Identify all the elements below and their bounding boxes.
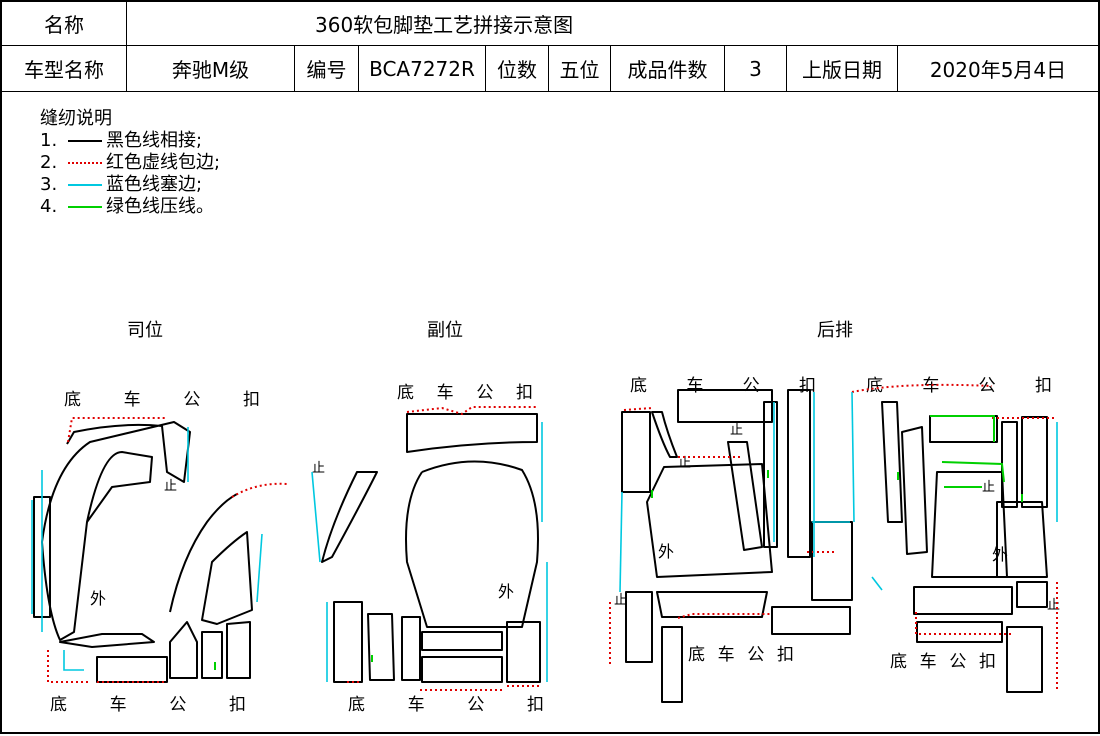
seats-label: 位数	[486, 46, 549, 91]
label-stop-2: 止	[312, 461, 326, 476]
name-label: 名称	[2, 2, 127, 45]
sheet-title: 360软包脚垫工艺拼接示意图	[315, 13, 574, 37]
date-value: 2020年5月4日	[929, 58, 1067, 82]
green-line-swatch	[68, 206, 102, 208]
black-outlines	[33, 389, 1048, 703]
pieces-label: 成品件数	[611, 46, 725, 91]
cyan-edge-lines	[31, 391, 1058, 682]
caption-driver-top: 底车公扣	[64, 390, 260, 410]
caption-passenger-top: 底车公扣	[397, 383, 533, 403]
legend-item-green: 4. 绿色线压线。	[40, 196, 214, 217]
legend-item-red: 2. 红色虚线包边;	[40, 152, 221, 173]
seats-value: 五位	[549, 46, 611, 91]
caption-passenger-bottom: 底车公扣	[348, 695, 544, 715]
label-outer-rear-left: 外	[658, 542, 675, 561]
code-value: BCA7272R	[359, 46, 486, 91]
sewing-legend: 缝纫说明 1. 黑色线相接; 2. 红色虚线包边; 3. 蓝色线塞边; 4. 绿…	[40, 108, 220, 218]
model-label: 车型名称	[2, 46, 127, 91]
label-stop-7: 止	[1047, 598, 1061, 613]
red-dotted-swatch	[68, 162, 102, 164]
legend-item-black: 1. 黑色线相接;	[40, 130, 203, 151]
black-line-swatch	[68, 140, 102, 142]
caption-driver-bottom: 底车公扣	[50, 695, 246, 715]
pieces-value: 3	[725, 46, 787, 91]
label-outer-passenger: 外	[498, 582, 515, 601]
legend-item-cyan: 3. 蓝色线塞边;	[40, 174, 203, 195]
label-outer-driver: 外	[90, 589, 107, 608]
section-passenger: 副位	[427, 320, 463, 341]
legend-title: 缝纫说明	[40, 108, 112, 129]
caption-rear-right-bottom: 底车公扣	[890, 652, 996, 672]
caption-rear-left-bottom: 底车公扣	[688, 645, 794, 665]
section-driver: 司位	[127, 320, 163, 341]
date-label: 上版日期	[787, 46, 898, 91]
cyan-line-swatch	[68, 184, 102, 186]
model-value: 奔驰M级	[127, 46, 295, 91]
code-label: 编号	[295, 46, 359, 91]
label-stop-3: 止	[730, 423, 744, 438]
label-stop-6: 止	[982, 480, 996, 495]
header-row-info: 车型名称 奔驰M级 编号 BCA7272R 位数 五位 成品件数 3 上版日期 …	[2, 46, 1098, 92]
label-stop-1: 止	[164, 479, 178, 494]
caption-rear-right-top: 底车公扣	[866, 376, 1052, 396]
header-row-title: 名称 360软包脚垫工艺拼接示意图	[2, 2, 1098, 46]
green-topstitch-lines	[214, 415, 1023, 670]
red-binding-lines	[47, 383, 1058, 692]
section-rear: 后排	[817, 320, 853, 341]
label-stop-5: 止	[614, 593, 628, 608]
